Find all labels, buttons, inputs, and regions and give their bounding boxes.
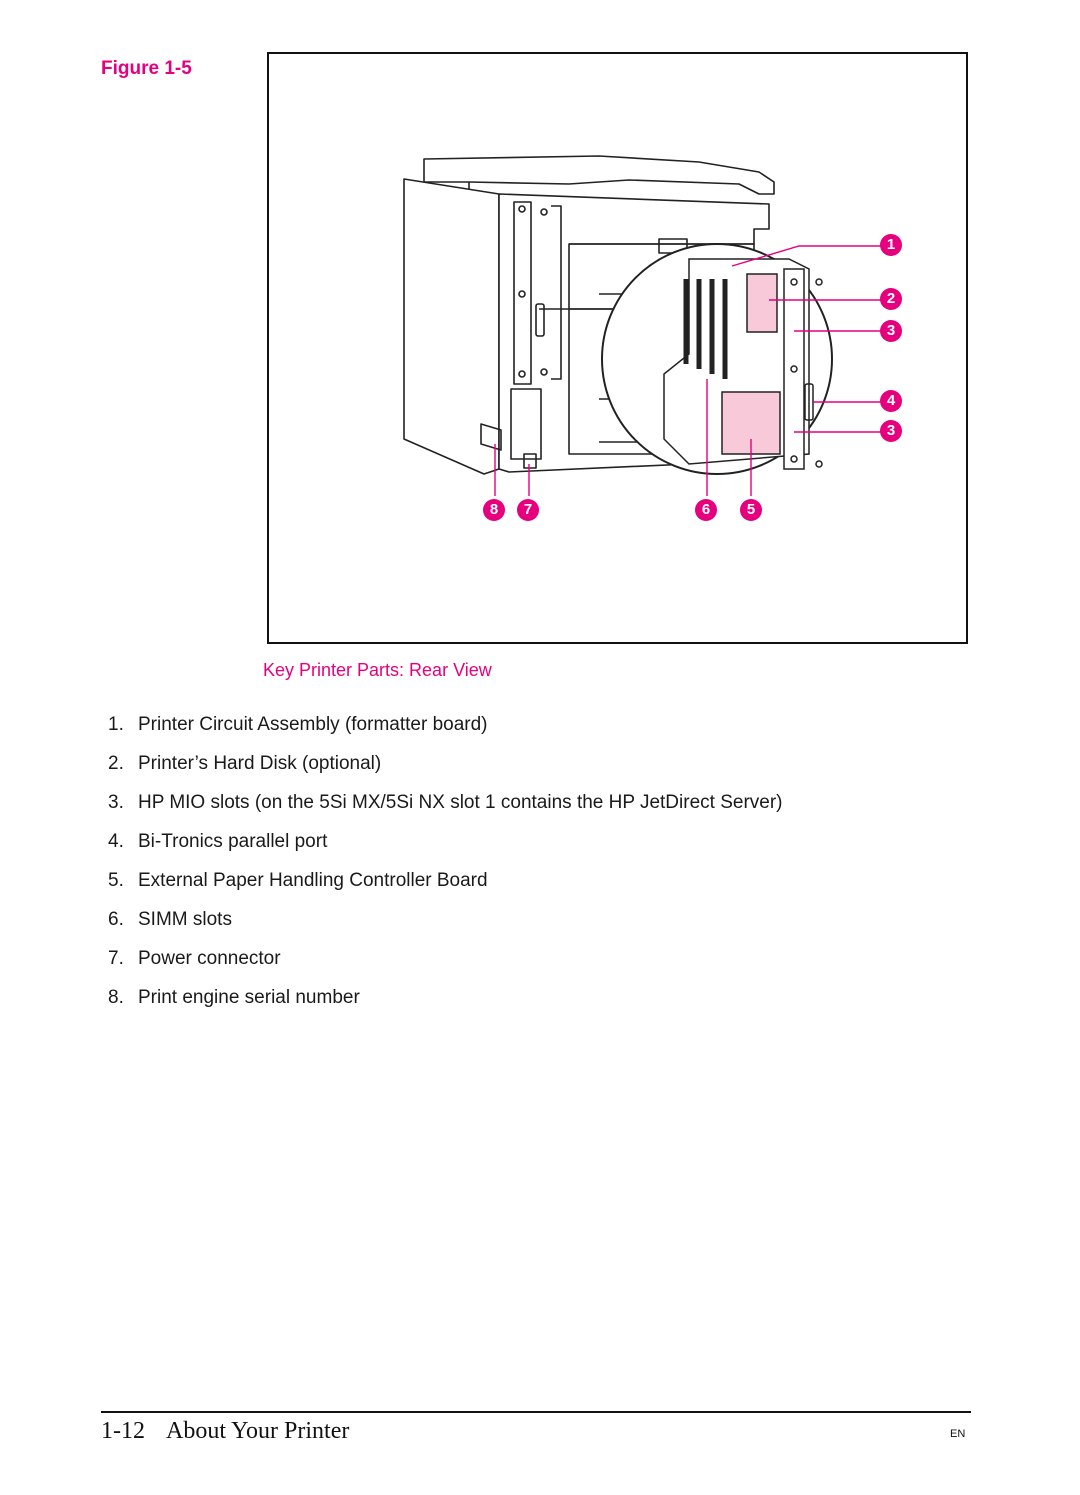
list-item-text: Print engine serial number [138,987,360,1008]
callout-6: 6 [695,499,717,521]
list-item: 7. Power connector [108,946,783,985]
list-item: 8. Print engine serial number [108,985,783,1024]
list-item-text: Printer Circuit Assembly (formatter boar… [138,714,488,735]
list-item: 3. HP MIO slots (on the 5Si MX/5Si NX slo… [108,790,783,829]
callout-2: 2 [880,288,902,310]
language-code: EN [950,1428,966,1440]
list-item-text: Printer’s Hard Disk (optional) [138,753,382,774]
list-item-text: Bi-Tronics parallel port [138,831,328,852]
list-item: 5. External Paper Handling Controller Boa… [108,868,783,907]
callout-3a: 3 [880,320,902,342]
callout-4: 4 [880,390,902,412]
list-item: 1. Printer Circuit Assembly (formatter bo… [108,712,783,751]
figure-label: Figure 1-5 [101,58,192,79]
callout-7: 7 [517,499,539,521]
callout-5: 5 [740,499,762,521]
callout-1: 1 [880,234,902,256]
list-item-number: 5. [108,870,124,891]
list-item-number: 2. [108,753,124,774]
list-item-number: 6. [108,909,124,930]
callout-3b: 3 [880,420,902,442]
list-item-text: Power connector [138,948,281,969]
list-item-number: 8. [108,987,124,1008]
list-item-text: SIMM slots [138,909,232,930]
callout-8: 8 [483,499,505,521]
page-number: 1-12 [101,1418,145,1444]
list-item-number: 7. [108,948,124,969]
printer-rear-illustration [403,155,881,496]
list-item: 4. Bi-Tronics parallel port [108,829,783,868]
list-item-text: External Paper Handling Controller Board [138,870,488,891]
parts-list: 1. Printer Circuit Assembly (formatter bo… [108,712,783,1024]
list-item: 2. Printer’s Hard Disk (optional) [108,751,783,790]
list-item-number: 4. [108,831,124,852]
figure-caption: Key Printer Parts: Rear View [263,660,492,680]
section-title: About Your Printer [166,1418,350,1444]
list-item: 6. SIMM slots [108,907,783,946]
list-item-number: 3. [108,792,124,813]
footer-rule [101,1411,971,1413]
figure-frame: 1 2 3 4 3 8 7 6 5 [267,52,968,644]
list-item-text: HP MIO slots (on the 5Si MX/5Si NX slot … [138,792,783,813]
list-item-number: 1. [108,714,124,735]
